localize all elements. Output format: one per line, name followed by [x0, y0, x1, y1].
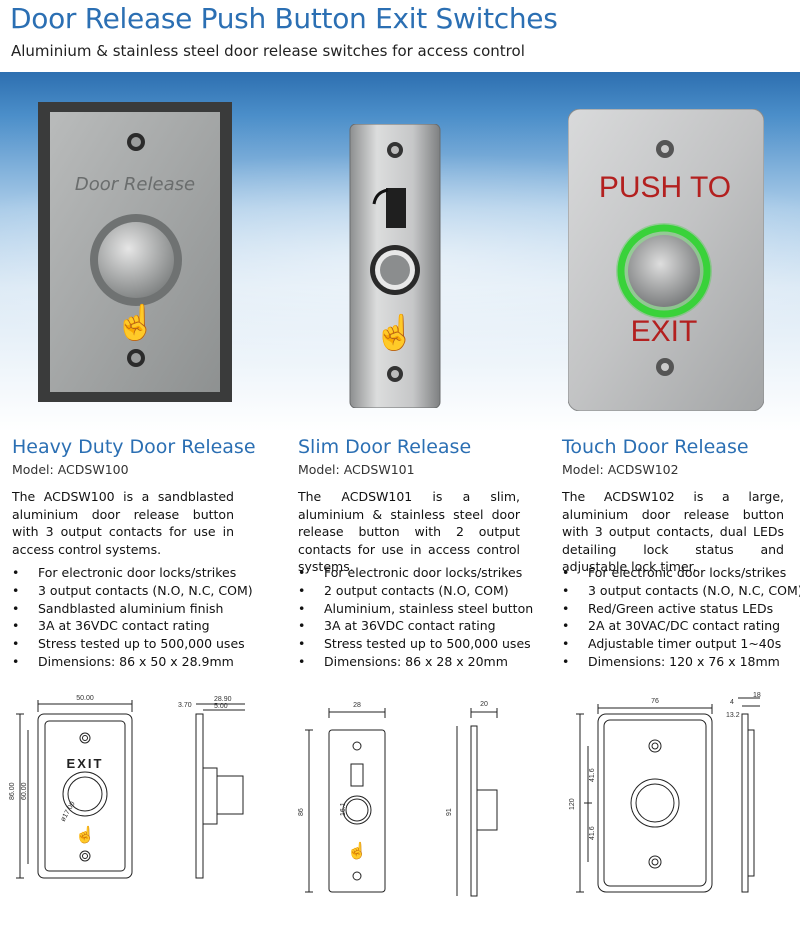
product-description: The ACDSW102 is a large, aluminium door …: [562, 489, 784, 574]
hand-icon: ☝: [374, 312, 416, 353]
product-model: Model: ACDSW102: [562, 462, 679, 477]
dim-height: 120: [569, 798, 576, 810]
plate-top-label: PUSH TO: [599, 171, 731, 204]
product-photo-slim: ☝: [349, 124, 441, 408]
dim-width: 50.00: [76, 695, 94, 702]
dim-side-b: 13.2: [726, 712, 740, 719]
drawing-label: EXIT: [67, 756, 104, 771]
feature-list: For electronic door locks/strikes 3 outp…: [562, 564, 800, 671]
product-name: Heavy Duty Door Release: [12, 436, 256, 458]
feature-list: For electronic door locks/strikes 2 outp…: [298, 564, 533, 671]
dim-depth: 20: [480, 701, 488, 708]
push-button-icon: [380, 255, 410, 285]
dim-diameter: 16.1: [340, 802, 347, 816]
product-description: The ACDSW100 is a sandblasted aluminium …: [12, 489, 234, 557]
arrow-icon: [372, 188, 389, 205]
feature-item: For electronic door locks/strikes: [562, 564, 800, 582]
product-photo-touch: PUSH TO EXIT: [568, 109, 764, 411]
dim-side-b: 5.00: [214, 703, 228, 710]
product-model: Model: ACDSW100: [12, 462, 129, 477]
feature-item: 2 output contacts (N.O, COM): [298, 582, 533, 600]
dim-height: 86.00: [9, 782, 16, 800]
dim-width: 76: [651, 698, 659, 705]
plate-bottom-label: EXIT: [631, 315, 698, 348]
product-name: Touch Door Release: [562, 436, 749, 458]
feature-item: Red/Green active status LEDs: [562, 600, 800, 618]
product-name: Slim Door Release: [298, 436, 472, 458]
feature-item: 3A at 36VDC contact rating: [12, 617, 253, 635]
feature-item: 3A at 36VDC contact rating: [298, 617, 533, 635]
feature-item: Stress tested up to 500,000 uses: [12, 635, 253, 653]
feature-item: For electronic door locks/strikes: [12, 564, 253, 582]
push-button-icon: [628, 235, 700, 307]
hand-icon: ☝: [347, 841, 367, 860]
feature-item: Stress tested up to 500,000 uses: [298, 635, 533, 653]
feature-item: Dimensions: 120 x 76 x 18mm: [562, 653, 800, 671]
dim-width: 28: [353, 702, 361, 709]
technical-drawing-touch: 76 120 41.6 41.6 18 4 13.2: [569, 692, 761, 893]
plate-label: Door Release: [75, 174, 195, 195]
technical-drawing-heavy-duty: 50.00 EXIT 86.00 60.00 ø17.00 ☝ 3.70 28.…: [9, 695, 245, 879]
push-button-icon: [98, 222, 174, 298]
feature-item: For electronic door locks/strikes: [298, 564, 533, 582]
technical-drawing-slim: 28 86 16.1 ☝ 20 91: [298, 701, 498, 897]
dim-height-inner: 60.00: [21, 782, 28, 800]
dim-side-a: 4: [730, 699, 734, 706]
feature-item: 3 output contacts (N.O, N.C, COM): [562, 582, 800, 600]
page-subtitle: Aluminium & stainless steel door release…: [11, 42, 525, 60]
feature-item: Sandblasted aluminium finish: [12, 600, 253, 618]
led-ring-icon: [617, 224, 711, 318]
dim-half-a: 41.6: [589, 768, 596, 782]
hand-icon: ☝: [115, 302, 157, 343]
hand-icon: ☝: [75, 825, 95, 844]
page-title: Door Release Push Button Exit Switches: [10, 2, 558, 35]
feature-item: 2A at 30VAC/DC contact rating: [562, 617, 800, 635]
dim-depth: 18: [753, 692, 761, 699]
feature-item: Dimensions: 86 x 28 x 20mm: [298, 653, 533, 671]
dim-diameter: ø17.00: [60, 801, 77, 823]
feature-item: Dimensions: 86 x 50 x 28.9mm: [12, 653, 253, 671]
key-switch-icon: [386, 188, 406, 228]
dim-height: 86: [298, 808, 305, 816]
product-photo-heavy-duty: Door Release ☝: [38, 102, 232, 402]
product-description: The ACDSW101 is a slim, aluminium & stai…: [298, 489, 520, 574]
header: Door Release Push Button Exit Switches A…: [0, 0, 800, 72]
product-model: Model: ACDSW101: [298, 462, 415, 477]
dim-half-b: 41.6: [589, 826, 596, 840]
dim-depth: 28.90: [214, 696, 232, 703]
dim-side-height: 91: [446, 808, 453, 816]
dim-side-a: 3.70: [178, 702, 192, 709]
feature-item: Aluminium, stainless steel button: [298, 600, 533, 618]
feature-item: Adjustable timer output 1~40s: [562, 635, 800, 653]
feature-item: 3 output contacts (N.O, N.C, COM): [12, 582, 253, 600]
feature-list: For electronic door locks/strikes 3 outp…: [12, 564, 253, 671]
